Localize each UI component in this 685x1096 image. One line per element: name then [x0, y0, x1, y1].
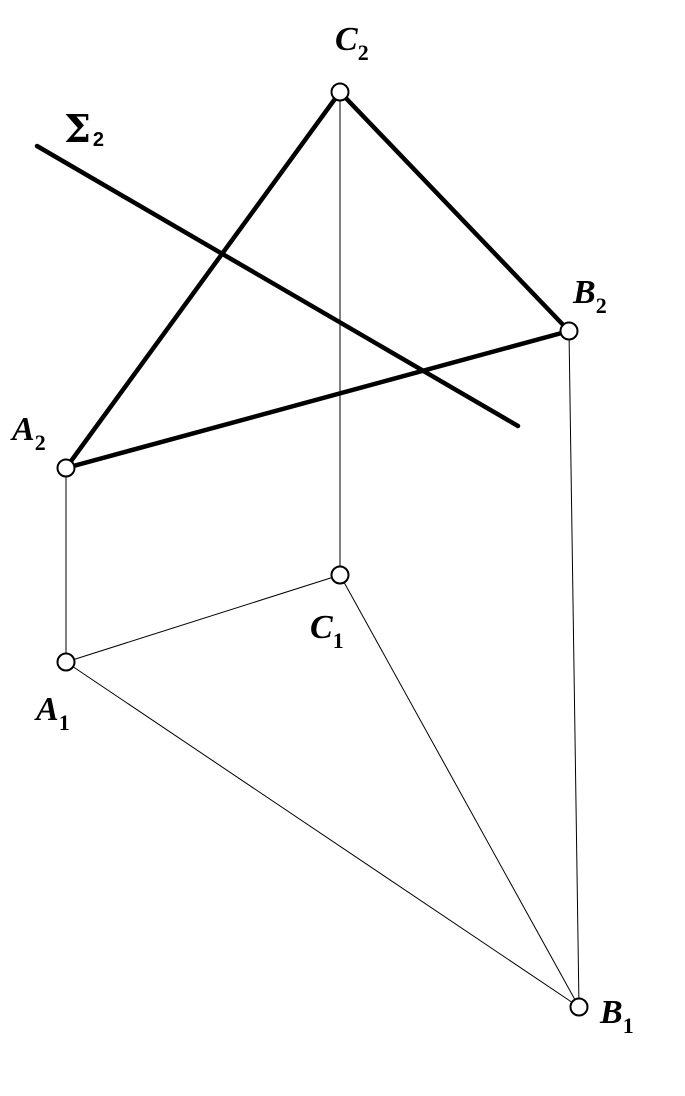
- edge-a2-c2: [63, 89, 343, 471]
- point-c2: [330, 82, 350, 102]
- label-c2: C2: [335, 21, 369, 65]
- label-c1: C1: [310, 609, 344, 653]
- projection-line-b: [568, 330, 580, 1008]
- point-a1: [56, 652, 76, 672]
- label-a2: A2: [10, 411, 46, 455]
- label-b1: B1: [599, 994, 634, 1038]
- edge-a2-b2: [63, 328, 572, 471]
- point-c1: [330, 565, 350, 585]
- point-b1: [569, 997, 589, 1017]
- edge-a1-c1: [65, 574, 341, 663]
- point-a2: [56, 458, 76, 478]
- edge-a1-b1: [65, 661, 580, 1008]
- point-b2: [559, 321, 579, 341]
- label-a1: A1: [34, 691, 70, 735]
- edge-c1-b1: [339, 574, 580, 1008]
- plane-trace-sigma2: [34, 143, 521, 429]
- edge-c2-b2: [337, 89, 572, 334]
- label-b2: B2: [572, 274, 607, 318]
